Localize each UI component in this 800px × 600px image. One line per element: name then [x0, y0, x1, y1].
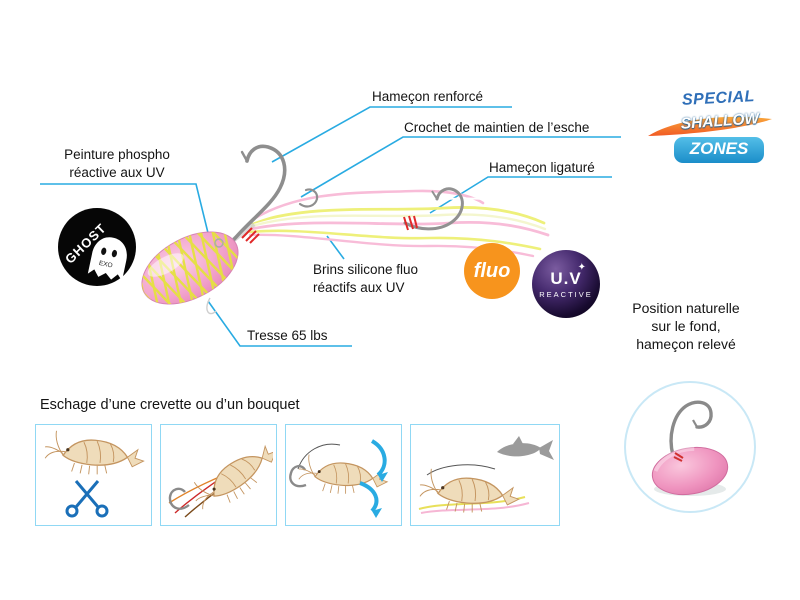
ghost-badge: GHOST EXO [58, 208, 136, 286]
callout-hamecon-renforce: Hameçon renforcé [372, 89, 484, 104]
callout-leader-lines [40, 106, 621, 347]
arrow-down-icon [370, 439, 388, 482]
arrow-down-icon-2 [359, 481, 382, 518]
logo-special-text: SPECIAL [681, 88, 756, 109]
callout-crochet-maintien: Crochet de maintien de l’esche [404, 120, 590, 135]
jig-head [130, 217, 250, 319]
shrimp-hooking-icon [168, 428, 273, 522]
bait-holder-hook [298, 188, 319, 208]
shrimp-and-scissors-icon [44, 430, 145, 518]
shank-ligature [241, 227, 260, 244]
steps-title: Eschage d’une crevette ou d’un bouquet [40, 397, 300, 413]
step-box-3 [285, 424, 402, 526]
ghost-icon: EXO [87, 237, 127, 281]
rigged-shrimp-and-fish-icon [418, 436, 554, 514]
callout-hamecon-ligature: Hameçon ligaturé [489, 160, 595, 175]
step-box-2 [160, 424, 277, 526]
shrimp-threading-icon [289, 439, 388, 518]
jig-position-photo [624, 381, 756, 513]
logo-zones-text: ZONES [674, 137, 764, 163]
callout-brins-silicone: Brins silicone fluo réactifs aux UV [313, 262, 419, 295]
uv-badge-sublabel: REACTIVE [539, 290, 593, 299]
callout-tresse: Tresse 65 lbs [247, 328, 328, 343]
callout-peinture-phospho: Peinture phospho réactive aux UV [64, 147, 170, 180]
fish-icon [497, 436, 554, 460]
fluo-badge-label: fluo [473, 259, 511, 282]
ghost-small-text: EXO [98, 260, 113, 270]
fluo-badge: fluo [464, 243, 520, 299]
uv-badge-label: U.V [550, 269, 582, 288]
step-box-1 [35, 424, 152, 526]
swoosh-icon [648, 116, 772, 136]
step-box-4 [410, 424, 560, 526]
tied-hook [403, 187, 464, 231]
main-hook [222, 144, 287, 254]
hook-icon [289, 465, 307, 488]
uv-badge: ✦ U.V REACTIVE [532, 250, 600, 318]
sparkle-icon: ✦ [577, 262, 586, 273]
position-note: Position naturelle sur le fond, hameçon … [632, 300, 740, 353]
scissors-icon [65, 480, 109, 518]
hook-icon [168, 487, 190, 510]
special-shallow-zones-logo: SPECIAL SHALLOW ZONES [648, 88, 772, 168]
braid-loop [214, 238, 224, 248]
